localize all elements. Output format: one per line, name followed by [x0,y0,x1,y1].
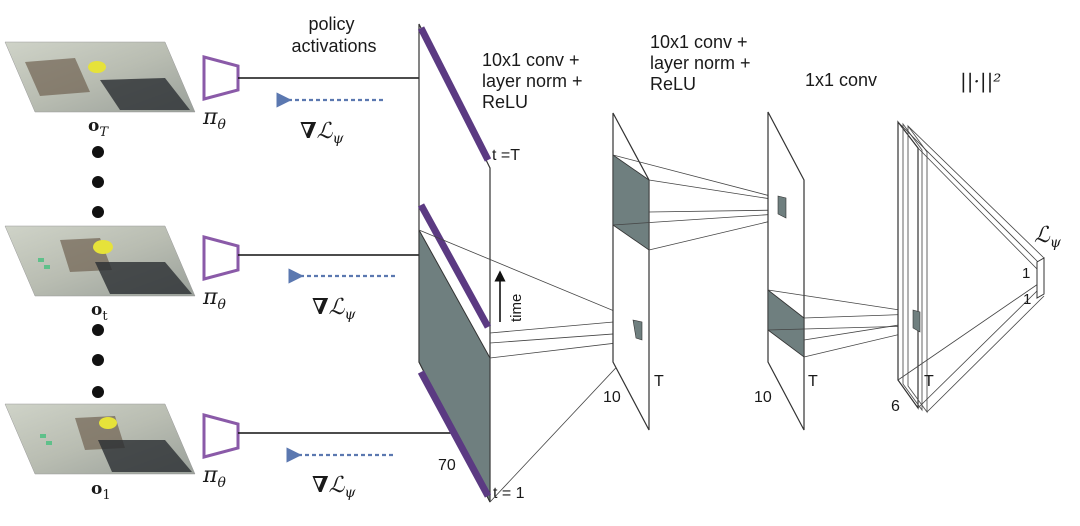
layer3-plane [897,120,928,414]
observation-image-T [4,41,196,113]
output-label-b: 1 [1023,291,1031,308]
layer1-time-label: T [654,373,664,390]
norm-label: ||·||² [960,69,1001,94]
obs-label-1: o1 [91,479,111,503]
gradient-arrows [276,92,395,463]
grad-label-T: ∇ℒψ [300,118,344,147]
layer2-label: 10x1 conv + layer norm + ReLU [650,32,756,94]
time-marker-top: t =T [492,147,520,164]
layer3-width-label: 6 [891,398,900,415]
observation-image-t [4,225,196,297]
policy-network-icon [202,55,240,459]
layer2-time-label: T [808,373,818,390]
receptive-field-lines-2 [612,154,785,251]
obs-label-t: ot [91,300,108,324]
layer1-width-label: 10 [603,389,621,406]
layer1-plane [612,112,650,431]
input-time-stripes [417,26,492,498]
obs-label-T: oT [88,116,109,140]
layer2-plane [767,111,805,431]
loss-label: ℒψ [1034,223,1062,251]
layer3-label: 1x1 conv [805,70,877,90]
policy-label-T: πθ [202,105,226,133]
input-width-label: 70 [438,457,456,474]
output-lines [897,121,1045,413]
policy-label-1: πθ [202,463,226,491]
policy-label-t: πθ [202,285,226,313]
layer2-width-label: 10 [754,389,772,406]
output-label-a: 1 [1022,265,1030,282]
time-axis-label: time [508,294,525,322]
time-marker-bottom: t = 1 [493,485,525,502]
ellipsis-dots [92,146,104,398]
observation-image-1 [4,403,196,475]
layer3-time-label: T [924,373,934,390]
policy-activations-label: policy activations [291,14,376,56]
layer1-label: 10x1 conv + layer norm + ReLU [482,50,588,112]
grad-label-t: ∇ℒψ [312,294,356,323]
output-cell [1036,257,1045,299]
grad-label-1: ∇ℒψ [312,472,356,501]
